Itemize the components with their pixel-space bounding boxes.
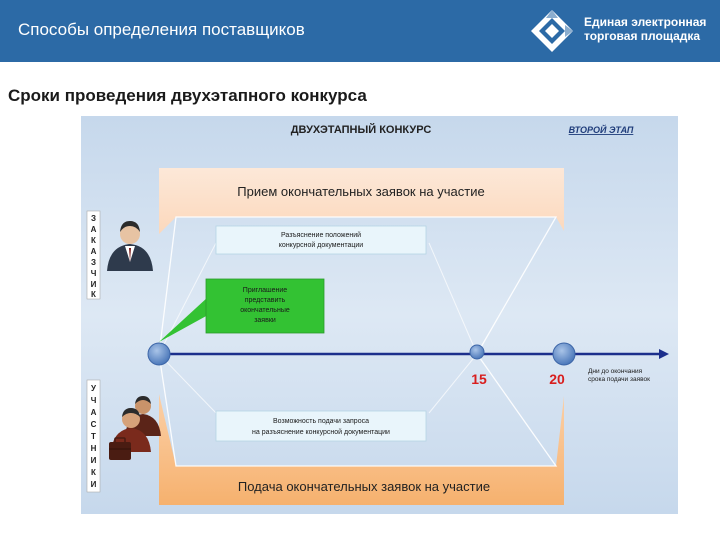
timeline-arrowhead [659, 349, 669, 359]
invitation-line-2: представить [245, 297, 286, 304]
bottom-band-label: Подача окончательных заявок на участие [238, 479, 490, 494]
logo-line-1: Единая электронная [584, 15, 707, 29]
clarification-bottom-line-1: Возможность подачи запроса [273, 418, 369, 425]
clarification-bottom-box [215, 410, 427, 442]
invitation-line-1: Приглашение [243, 287, 287, 294]
logo-text: Единая электронная торговая площадка [584, 15, 706, 43]
day-20-label: 20 [549, 371, 565, 387]
customer-letter: К [91, 236, 96, 245]
timeline-node-20 [552, 342, 576, 366]
header-title: Способы определения поставщиков [18, 20, 305, 39]
customer-label-box [86, 210, 101, 300]
customer-letter: Ч [91, 269, 97, 278]
guide-line-right-bottom [428, 353, 478, 414]
top-band-label: Прием окончательных заявок на участие [237, 184, 484, 199]
hexagon-outline-bottom [158, 353, 558, 467]
participants-letter: К [91, 468, 96, 477]
diagram: ДВУХЭТАПНЫЙ КОНКУРС ВТОРОЙ ЭТАП Прием ок… [81, 116, 678, 514]
participants-label-box [86, 379, 101, 493]
axis-note-line-1: Дни до окончания [588, 368, 643, 375]
invitation-pointer [159, 297, 208, 342]
hexagon-outline-top [158, 216, 558, 355]
diagram-title: ДВУХЭТАПНЫЙ КОНКУРС [291, 123, 432, 136]
customer-letter: А [91, 225, 97, 234]
customer-letter: И [91, 280, 97, 289]
timeline-node-15 [469, 344, 485, 360]
participants-letter: С [91, 420, 97, 429]
participants-letter: У [91, 384, 97, 393]
logo-line-2: торговая площадка [584, 29, 701, 43]
participants-group-icon [109, 396, 161, 460]
timeline-node-start [147, 342, 171, 366]
participants-label: У Ч А С Т Н И К И [91, 384, 97, 489]
clarification-top-line-1: Разъяснение положений [281, 231, 361, 239]
clarification-bottom-line-2: на разъяснение конкурсной документации [252, 428, 390, 436]
page-subtitle: Сроки проведения двухэтапного конкурса [8, 86, 367, 105]
customer-person-icon [107, 221, 153, 271]
clarification-top-box [215, 225, 427, 255]
customer-letter: А [91, 247, 97, 256]
invitation-box [205, 278, 325, 334]
bottom-band [159, 394, 564, 505]
guide-line-right-top [428, 242, 478, 355]
participants-letter: И [91, 456, 97, 465]
participants-letter: Ч [91, 396, 97, 405]
axis-note-line-2: срока подачи заявок [588, 376, 650, 383]
customer-letter: З [91, 214, 96, 223]
clarification-top-line-2: конкурсной документации [279, 241, 364, 249]
customer-letter: З [91, 258, 96, 267]
participants-letter: И [91, 480, 97, 489]
invitation-line-3: окончательные [240, 307, 290, 314]
participants-letter: А [91, 408, 97, 417]
customer-letter: К [91, 290, 96, 299]
participants-letter: Н [91, 444, 97, 453]
guide-line-bottom [158, 353, 217, 414]
stage-label: ВТОРОЙ ЭТАП [569, 124, 634, 135]
invitation-line-4: заявки [254, 317, 276, 324]
logo-icon [531, 10, 573, 52]
diagram-canvas: ДВУХЭТАПНЫЙ КОНКУРС ВТОРОЙ ЭТАП Прием ок… [81, 116, 678, 514]
participants-letter: Т [91, 432, 96, 441]
day-15-label: 15 [471, 371, 487, 387]
header-bar: Способы определения поставщиков Единая э… [0, 0, 720, 62]
customer-label: З А К А З Ч И К [91, 214, 97, 299]
top-band [159, 168, 564, 234]
